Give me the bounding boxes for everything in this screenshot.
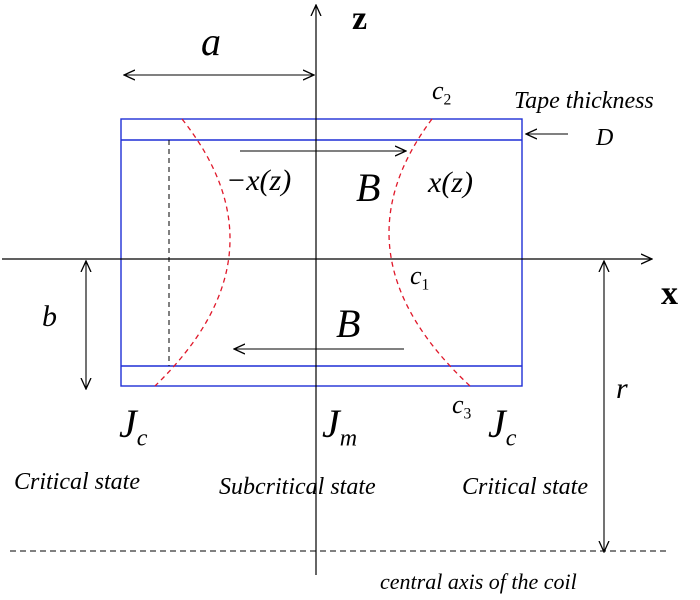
state-label-middle: Subcritical state [219,474,376,500]
right-boundary-curve [388,118,471,387]
current-mid-base: J [322,401,340,446]
current-density-left: Jc [119,401,148,452]
plus-x-position-label: x(z) [428,166,473,199]
b-dimension-label: b [42,300,57,333]
current-right-sub: c [505,425,517,452]
current-right-base: J [488,401,506,446]
current-left-sub: c [136,425,148,452]
curve-c3-sub: 3 [463,405,472,423]
r-dimension-label: r [616,372,628,405]
current-mid-sub: m [339,425,358,452]
coil-axis-note: central axis of the coil [380,569,577,594]
tape-outline [120,118,523,387]
field-label-bottom: B [336,301,361,346]
field-label-top: B [356,165,381,210]
tape-thickness-symbol: D [596,125,614,151]
minus-x-position-label: −x(z) [226,164,292,197]
tape-thickness-label: Tape thickness [514,88,654,114]
curve-c2-label: c2 [432,78,451,108]
state-label-left: Critical state [14,469,140,495]
curve-c2-base: c [432,76,444,105]
current-density-right: Jc [488,401,517,452]
a-dimension-label: a [201,19,221,64]
x-axis-label: x [661,275,678,312]
current-density-middle: Jm [322,401,358,452]
curve-c1-label: c1 [410,263,429,293]
left-boundary-curve [154,118,231,387]
curve-c1-base: c [410,261,422,290]
state-label-right: Critical state [462,474,588,500]
curve-c2-sub: 2 [443,91,452,109]
curve-c3-label: c3 [452,392,471,422]
current-left-base: J [119,401,137,446]
curve-c1-sub: 1 [421,276,430,294]
curve-c3-base: c [452,390,464,419]
z-axis-label: z [352,0,368,37]
